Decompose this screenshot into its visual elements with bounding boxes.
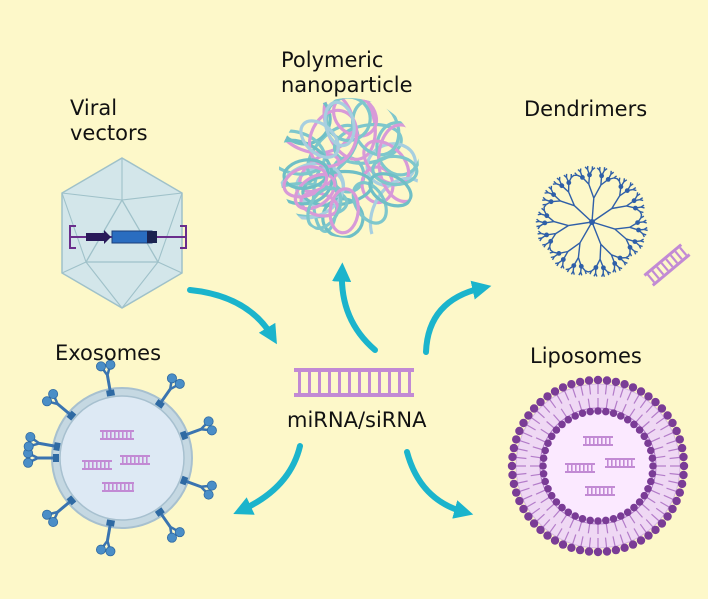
mirna-sirna-duplex: [294, 368, 414, 397]
dendrimer: [535, 165, 648, 278]
label-dendrimers: Dendrimers: [524, 97, 648, 121]
exosome: [23, 359, 217, 557]
label-viral-line1: Viral: [70, 96, 118, 120]
arrow-viral-to-center: [187, 287, 277, 345]
label-polymeric-nanoparticle: Polymeric nanoparticle: [281, 48, 413, 98]
liposome: [507, 375, 689, 557]
arrow-center-to-liposomes: [404, 449, 474, 519]
label-polymeric-line1: Polymeric: [281, 48, 384, 72]
label-viral-line2: vectors: [70, 121, 148, 145]
polymeric-nanoparticle: [279, 98, 419, 238]
arrow-center-to-dendrimers: [423, 280, 492, 355]
dendrimer-rna-cargo: [643, 243, 691, 287]
arrow-center-to-exosomes: [233, 443, 303, 515]
viral-vector-capsid: [61, 157, 187, 309]
label-exosomes: Exosomes: [55, 341, 162, 365]
label-mirna-sirna: miRNA/siRNA: [287, 408, 427, 432]
label-liposomes: Liposomes: [530, 344, 642, 368]
arrow-center-to-polymeric: [332, 262, 378, 353]
label-viral-vectors: Viral vectors: [70, 96, 148, 146]
label-polymeric-line2: nanoparticle: [281, 73, 413, 97]
